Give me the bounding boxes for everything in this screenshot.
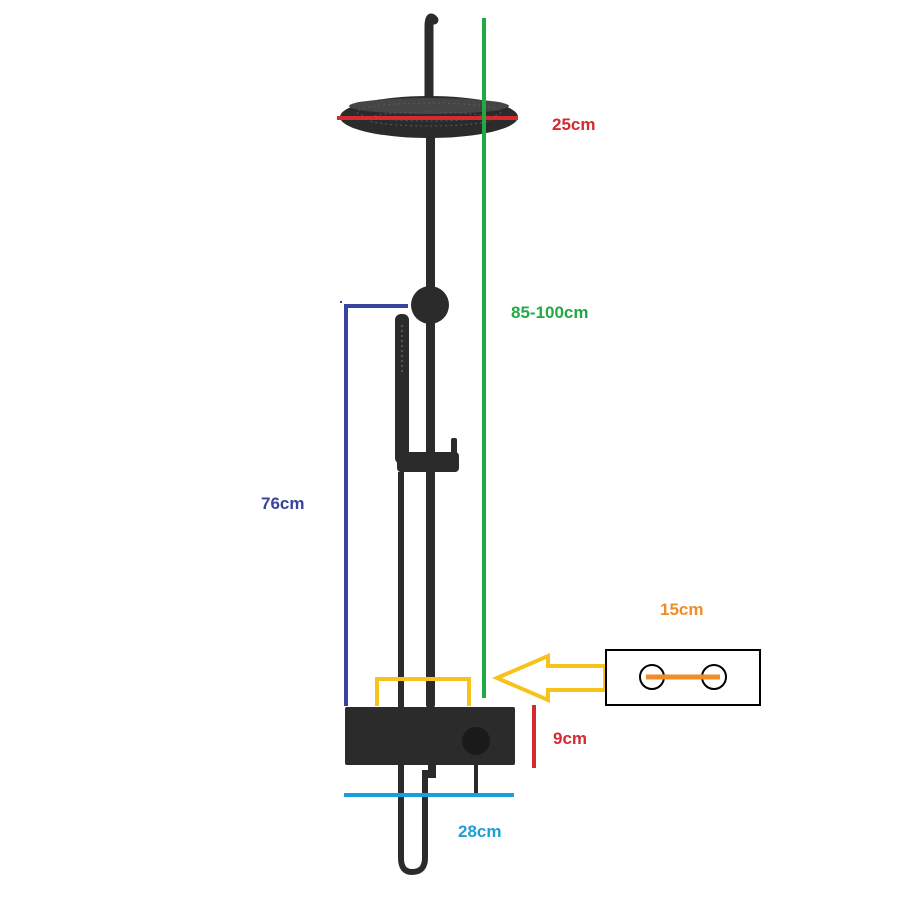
connector-detail-icon	[605, 649, 761, 706]
head-width-label: 25cm	[552, 115, 596, 134]
hand-shower-icon	[395, 314, 409, 464]
hand-height-label: 76cm	[261, 494, 305, 513]
arrow-left-icon	[491, 652, 607, 704]
shower-fixture	[340, 13, 518, 876]
total-height-label: 85-100cm	[511, 303, 589, 322]
wall-bracket	[411, 286, 449, 324]
riser-pipe	[426, 130, 435, 708]
connector-bracket	[375, 677, 471, 706]
thermostat-mixer-icon	[345, 707, 515, 793]
base-width-label: 28cm	[458, 822, 502, 841]
hand-height-bracket	[344, 304, 408, 706]
slide-holder	[397, 438, 459, 472]
hose	[398, 472, 428, 876]
connector-spacing-label: 15cm	[660, 600, 704, 619]
mixer-height-label: 9cm	[553, 729, 588, 748]
riser-top-arm	[424, 13, 439, 120]
